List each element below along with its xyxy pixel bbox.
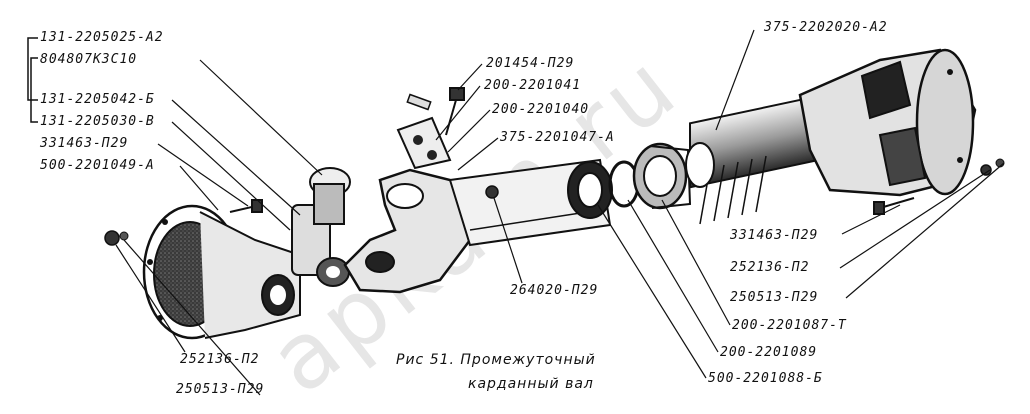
part-label: 250513-П29 — [730, 290, 819, 305]
part-label: 131-2205042-Б — [40, 92, 155, 107]
part-label: 375-2202020-А2 — [764, 20, 888, 35]
leader-lines — [115, 29, 1005, 396]
part-label: 250513-П29 — [176, 382, 265, 397]
part-label: 331463-П29 — [730, 228, 819, 243]
part-label: 804807К3С10 — [40, 52, 138, 67]
figure-caption-title: Рис 51. Промежуточный — [396, 352, 596, 368]
bolt-right — [873, 197, 915, 215]
bolt-top — [445, 87, 465, 136]
part-label: 375-2201047-А — [500, 130, 615, 145]
part-label: 500-2201049-А — [40, 158, 155, 173]
right-flange-housing — [798, 48, 977, 197]
part-label: 131-2205025-А2 — [40, 30, 164, 45]
clamp-plate — [396, 93, 452, 170]
part-label: 252136-П2 — [180, 352, 260, 367]
label-bracket — [27, 37, 38, 123]
part-label: 500-2201088-Б — [708, 371, 823, 386]
seal-ring-1 — [567, 161, 613, 219]
part-label: 264020-П29 — [510, 283, 599, 298]
part-label: 200-2201087-Т — [732, 318, 847, 333]
grease-fitting — [291, 167, 351, 287]
bearing — [632, 142, 692, 210]
part-label: 200-2201040 — [492, 102, 590, 117]
bolt-left — [229, 199, 263, 213]
nut-left — [104, 230, 129, 246]
part-label: 201454-П29 — [486, 56, 575, 71]
figure-caption-subtitle: карданный вал — [468, 376, 594, 392]
left-bearing-housing — [142, 204, 301, 340]
lube-screw — [485, 185, 499, 199]
part-label: 252136-П2 — [730, 260, 810, 275]
part-label: 200-2201089 — [720, 345, 818, 360]
part-label: 331463-П29 — [40, 136, 129, 151]
part-label: 200-2201041 — [484, 78, 582, 93]
part-label: 131-2205030-В — [40, 114, 155, 129]
